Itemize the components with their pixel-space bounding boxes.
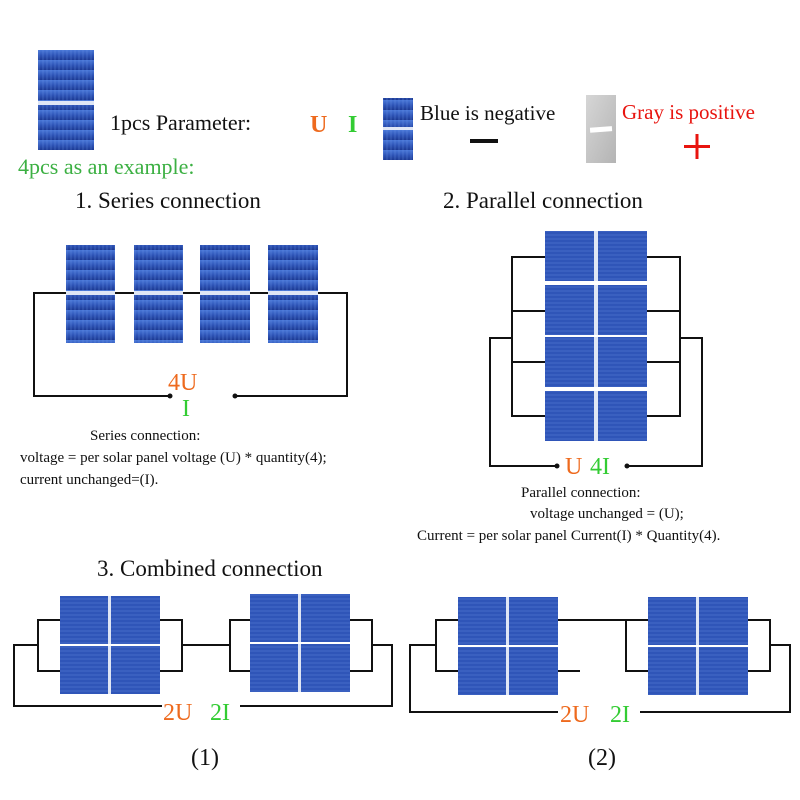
- combined-2-panel-2: [458, 647, 558, 695]
- combined-1-panel-3: [250, 594, 350, 642]
- series-wiring: [33, 292, 348, 397]
- combined-2-panel-4: [648, 647, 748, 695]
- parallel-wiring: [489, 256, 703, 467]
- parallel-terminal-right: [624, 463, 630, 469]
- combined-2-label: (2): [588, 745, 616, 771]
- series-desc-heading: Series connection:: [90, 428, 200, 444]
- combined-1-panel-1: [60, 596, 160, 644]
- example-label: 4pcs as an example:: [18, 154, 195, 179]
- parallel-panel-1: [545, 231, 647, 281]
- combined-2-panel-1: [458, 597, 558, 645]
- series-panel-2: [134, 245, 183, 343]
- series-voltage: 4U: [168, 370, 197, 396]
- combined-1-current: 2I: [210, 700, 230, 726]
- combined-1-panel-4: [250, 644, 350, 692]
- current-symbol: I: [348, 112, 357, 138]
- minus-sign: [470, 139, 498, 143]
- series-panel-3: [200, 245, 250, 343]
- combined-2-wiring: [409, 619, 791, 713]
- combined-1-voltage: 2U: [163, 700, 192, 726]
- gray-positive-label: Gray is positive: [622, 100, 755, 124]
- blue-negative-swatch: [383, 98, 413, 160]
- series-current: I: [182, 396, 190, 422]
- parallel-title: 2. Parallel connection: [443, 188, 643, 213]
- parallel-terminal-left: [554, 463, 560, 469]
- series-terminal-left: [167, 393, 173, 399]
- series-terminal-right: [232, 393, 238, 399]
- example-solar-cell: [38, 50, 94, 150]
- combined-2-current: 2I: [610, 702, 630, 728]
- parallel-panel-2: [545, 285, 647, 335]
- blue-negative-label: Blue is negative: [420, 101, 555, 125]
- gray-positive-swatch: [586, 95, 616, 163]
- legend: 1pcs Parameter: U I Blue is negative Gra…: [18, 50, 755, 179]
- combined-title: 3. Combined connection: [97, 556, 323, 581]
- parallel-current: 4I: [590, 454, 610, 480]
- series-title: 1. Series connection: [75, 188, 261, 213]
- parallel-section: 2. Parallel connection U 4I: [417, 188, 720, 544]
- combined-section: 3. Combined connection 2U 2I (1): [13, 556, 791, 771]
- combined-1-panel-2: [60, 646, 160, 694]
- voltage-symbol: U: [310, 112, 327, 138]
- parallel-voltage: U: [565, 454, 582, 480]
- combined-2-voltage: 2U: [560, 702, 589, 728]
- series-desc-current: current unchanged=(I).: [20, 472, 158, 488]
- combined-1-label: (1): [191, 745, 219, 771]
- parallel-desc-current: Current = per solar panel Current(I) * Q…: [417, 528, 720, 544]
- plus-sign: [684, 134, 710, 159]
- parallel-panel-4: [545, 391, 647, 441]
- series-panel-4: [268, 245, 318, 343]
- series-section: 1. Series connection 4U I Series connect…: [20, 188, 348, 488]
- parallel-desc-heading: Parallel connection:: [521, 485, 641, 501]
- parameter-label: 1pcs Parameter:: [110, 110, 251, 135]
- parallel-desc-voltage: voltage unchanged = (U);: [530, 506, 684, 522]
- series-desc-voltage: voltage = per solar panel voltage (U) * …: [20, 450, 327, 466]
- series-panel-1: [66, 245, 115, 343]
- combined-2-panel-3: [648, 597, 748, 645]
- parallel-panel-3: [545, 337, 647, 387]
- combined-1-wiring: [13, 619, 393, 707]
